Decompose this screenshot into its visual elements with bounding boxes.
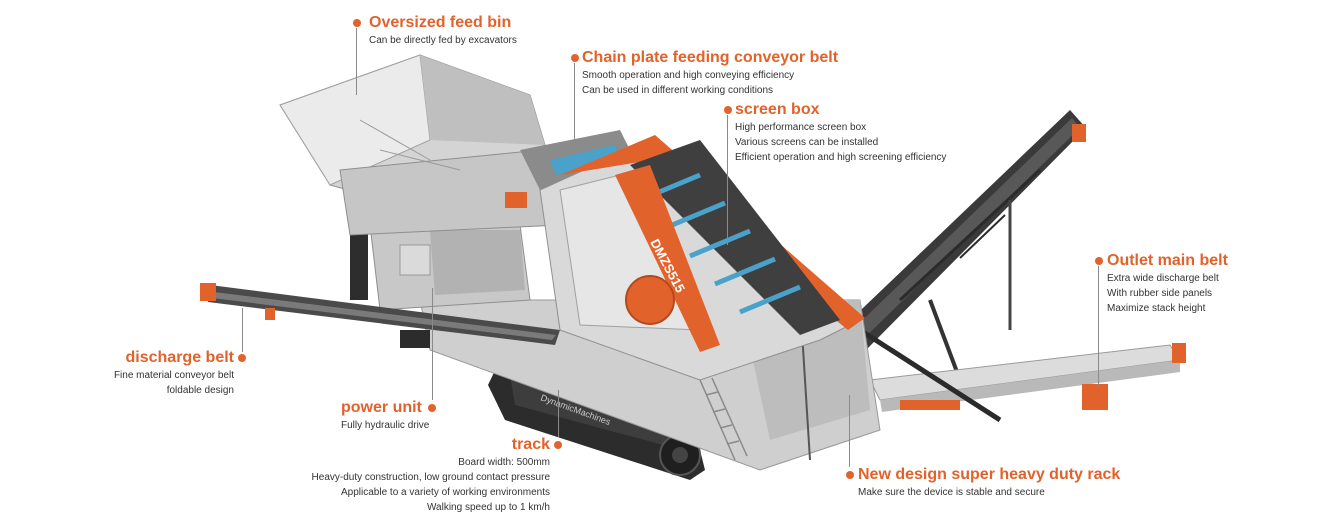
track-title: track: [511, 436, 550, 453]
callout-discharge-belt: discharge belt Fine material conveyor be…: [100, 308, 246, 398]
discharge-belt-line-1: Fine material conveyor belt: [113, 370, 234, 381]
callout-feed-bin: Oversized feed bin Can be directly fed b…: [353, 13, 517, 95]
screen-box-line-1: High performance screen box: [735, 122, 867, 133]
screen-box: DMZS515: [539, 135, 865, 381]
chain-plate-line-1: Smooth operation and high conveying effi…: [582, 70, 795, 81]
track-line-2: Heavy-duty construction, low ground cont…: [311, 472, 550, 483]
feed-bin-leader-line: [356, 28, 357, 95]
screen-box-leader-line: [727, 115, 728, 245]
track-line-1: Board width: 500mm: [458, 457, 550, 468]
feed-bin-marker-dot: [353, 19, 361, 27]
feed-bin-line-1: Can be directly fed by excavators: [369, 35, 517, 46]
callout-outlet-belt: Outlet main belt Extra wide discharge be…: [1095, 251, 1228, 386]
feed-bin-title: Oversized feed bin: [369, 14, 512, 31]
callout-track: track Board width: 500mm Heavy-duty cons…: [300, 390, 562, 515]
discharge-belt-marker-dot: [238, 354, 246, 362]
access-ladder: [699, 377, 748, 461]
outlet-belt-marker-dot: [1095, 257, 1103, 265]
callout-rack: New design super heavy duty rack Make su…: [846, 395, 1121, 500]
rack-line-1: Make sure the device is stable and secur…: [858, 487, 1045, 498]
track-marker-dot: [554, 441, 562, 449]
discharge-belt-line-2: foldable design: [166, 385, 234, 396]
power-unit-title: power unit: [341, 399, 422, 416]
discharge-belt-title: discharge belt: [125, 349, 234, 366]
outlet-belt-leader-line: [1098, 266, 1099, 386]
chain-plate-line-2: Can be used in different working conditi…: [582, 85, 774, 96]
rack-title: New design super heavy duty rack: [858, 466, 1121, 483]
callout-power-unit: power unit Fully hydraulic drive: [330, 288, 436, 433]
outlet-belt-title: Outlet main belt: [1107, 252, 1228, 269]
chain-plate-marker-dot: [571, 54, 579, 62]
chain-plate-title: Chain plate feeding conveyor belt: [582, 49, 839, 66]
track-line-4: Walking speed up to 1 km/h: [426, 502, 550, 513]
screen-box-title: screen box: [735, 101, 820, 118]
rack-marker-dot: [846, 471, 854, 479]
discharge-belt-leader-line: [242, 308, 243, 352]
power-unit-marker-dot: [428, 404, 436, 412]
outlet-main-belt: [858, 327, 1186, 423]
outlet-stacker-conveyor: [840, 110, 1086, 381]
callout-screen-box: screen box High performance screen box V…: [724, 100, 947, 245]
power-unit-leader-line: [432, 288, 433, 400]
callout-chain-plate: Chain plate feeding conveyor belt Smooth…: [571, 48, 839, 143]
screen-box-line-2: Various screens can be installed: [735, 137, 879, 148]
track-leader-line: [558, 390, 559, 437]
screen-box-marker-dot: [724, 106, 732, 114]
rack-leader-line: [849, 395, 850, 467]
chain-plate-leader-line: [574, 63, 575, 143]
outlet-belt-line-3: Maximize stack height: [1107, 303, 1206, 314]
discharge-conveyor: [200, 283, 560, 348]
power-unit-line-1: Fully hydraulic drive: [341, 420, 430, 431]
screen-box-line-3: Efficient operation and high screening e…: [735, 152, 947, 163]
track-line-3: Applicable to a variety of working envir…: [341, 487, 550, 498]
feed-bin: [279, 54, 561, 236]
outlet-belt-line-2: With rubber side panels: [1107, 288, 1213, 299]
outlet-belt-line-1: Extra wide discharge belt: [1107, 273, 1219, 284]
